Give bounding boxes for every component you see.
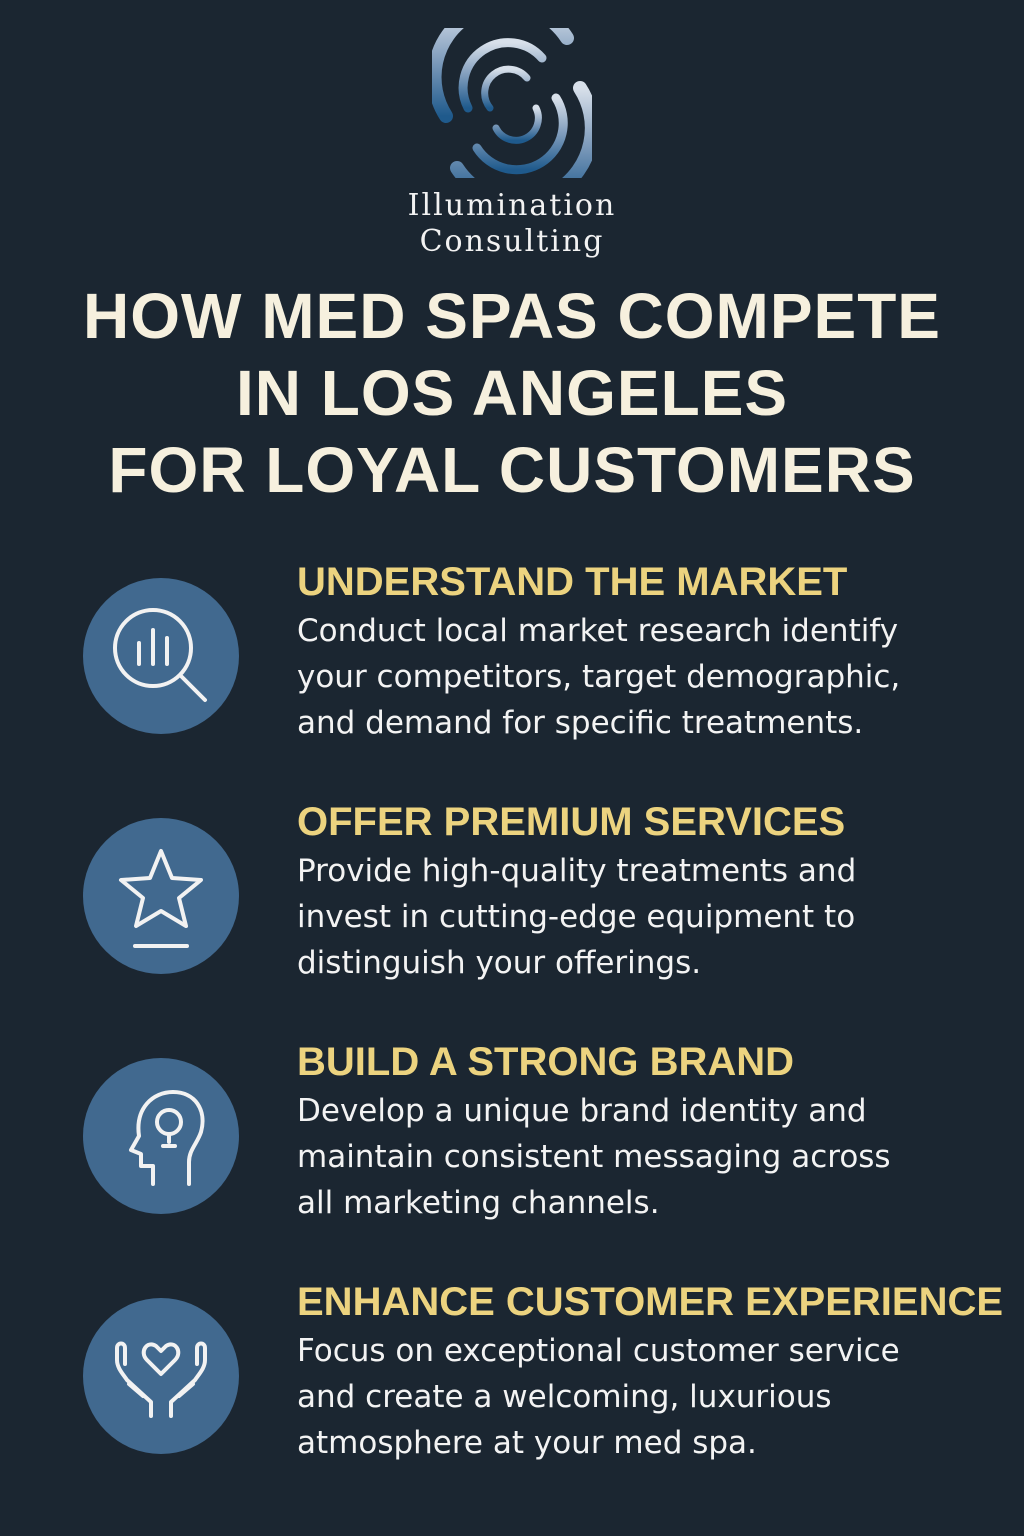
head-lightbulb-icon xyxy=(129,1090,205,1186)
section-understand-market: UNDERSTAND THE MARKET Conduct local mark… xyxy=(0,558,1024,778)
brand-name-line2: Consulting xyxy=(419,224,605,259)
section-heading: UNDERSTAND THE MARKET xyxy=(297,560,848,604)
section-heading: OFFER PREMIUM SERVICES xyxy=(297,800,846,844)
title-line: FOR LOYAL CUSTOMERS xyxy=(108,434,916,506)
hands-heart-icon xyxy=(115,1341,207,1418)
section-body: Focus on exceptional customer service an… xyxy=(297,1328,997,1466)
body-line: and create a welcoming, luxurious xyxy=(297,1379,832,1415)
icon-circle xyxy=(83,1298,239,1454)
illumination-consulting-logo xyxy=(432,28,592,178)
body-line: Conduct local market research identify xyxy=(297,613,899,649)
body-line: distinguish your offerings. xyxy=(297,945,702,981)
title-line: HOW MED SPAS COMPETE xyxy=(83,280,941,352)
body-line: Focus on exceptional customer service xyxy=(297,1333,900,1369)
section-heading: ENHANCE CUSTOMER EXPERIENCE xyxy=(297,1280,1004,1324)
section-premium-services: OFFER PREMIUM SERVICES Provide high-qual… xyxy=(0,798,1024,1018)
brand-name-line1: Illumination xyxy=(407,188,617,223)
body-line: atmosphere at your med spa. xyxy=(297,1425,757,1461)
body-line: maintain consistent messaging across xyxy=(297,1139,891,1175)
section-strong-brand: BUILD A STRONG BRAND Develop a unique br… xyxy=(0,1038,1024,1258)
body-line: Develop a unique brand identity and xyxy=(297,1093,867,1129)
section-body: Develop a unique brand identity and main… xyxy=(297,1088,997,1226)
section-heading: BUILD A STRONG BRAND xyxy=(297,1040,795,1084)
body-line: all marketing channels. xyxy=(297,1185,660,1221)
magnifier-chart-icon xyxy=(113,608,207,702)
body-line: and demand for specific treatments. xyxy=(297,705,864,741)
section-body: Provide high-quality treatments and inve… xyxy=(297,848,997,986)
icon-circle xyxy=(83,818,239,974)
title-line: IN LOS ANGELES xyxy=(235,357,789,429)
body-line: invest in cutting-edge equipment to xyxy=(297,899,856,935)
page-title: HOW MED SPAS COMPETE IN LOS ANGELES FOR … xyxy=(0,278,1024,509)
icon-circle xyxy=(83,1058,239,1214)
section-customer-experience: ENHANCE CUSTOMER EXPERIENCE Focus on exc… xyxy=(0,1278,1024,1498)
icon-circle xyxy=(83,578,239,734)
section-body: Conduct local market research identify y… xyxy=(297,608,997,746)
body-line: Provide high-quality treatments and xyxy=(297,853,857,889)
star-icon xyxy=(119,849,203,948)
body-line: your competitors, target demographic, xyxy=(297,659,901,695)
